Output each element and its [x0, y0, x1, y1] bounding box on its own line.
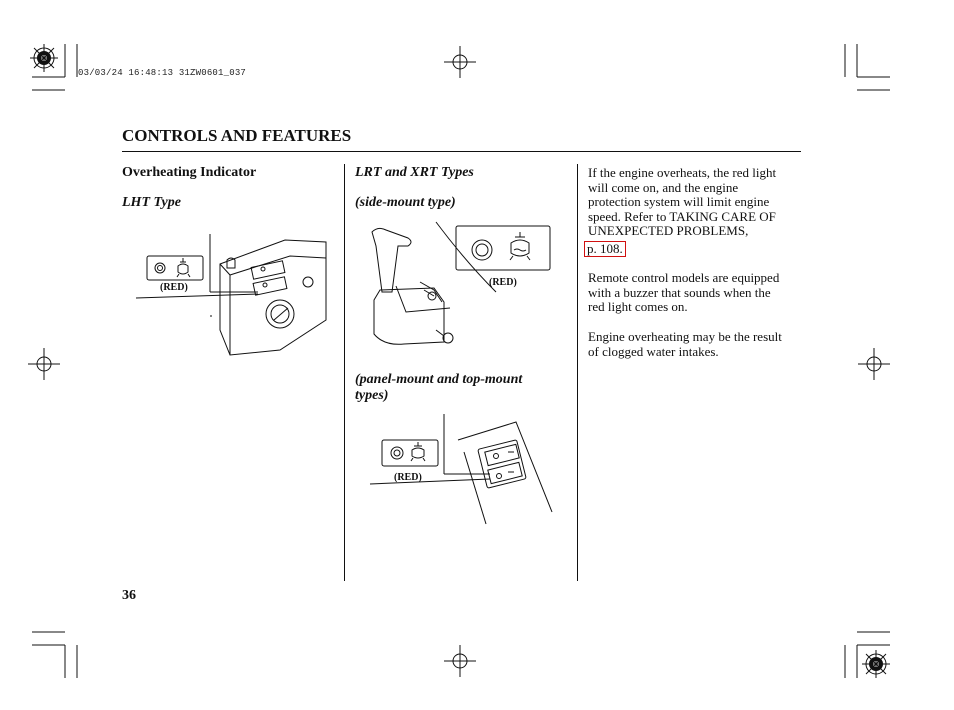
- column-divider-2: [577, 164, 578, 581]
- panel-mount-heading-line1: (panel-mount and top-mount: [355, 372, 523, 387]
- panel-mount-illustration: [369, 414, 553, 525]
- lht-red-label: (RED): [160, 282, 188, 293]
- side-mount-heading: (side-mount type): [355, 195, 456, 210]
- lrt-xrt-heading: LRT and XRT Types: [355, 165, 474, 180]
- para3-line: of clogged water intakes.: [588, 343, 719, 359]
- title-rule: [122, 151, 801, 152]
- page-number: 36: [122, 588, 136, 603]
- para3-line: Engine overheating may be the result: [588, 329, 782, 344]
- paragraph-buzzer: Remote control models are equipped with …: [588, 270, 803, 315]
- page-title: CONTROLS AND FEATURES: [122, 126, 352, 145]
- lht-type-heading: LHT Type: [122, 195, 181, 210]
- para2-line: red light comes on.: [588, 299, 688, 314]
- side-mount-illustration: [371, 221, 551, 345]
- page-reference-link[interactable]: p. 108.: [584, 240, 626, 257]
- panel-mount-heading: (panel-mount and top-mount types): [355, 372, 522, 404]
- para2-line: with a buzzer that sounds when the: [588, 284, 771, 300]
- paragraph-water-intakes: Engine overheating may be the result of …: [588, 329, 803, 359]
- para1-line: speed. Refer to TAKING CARE OF: [588, 208, 776, 224]
- para1-line: protection system will limit engine: [588, 194, 770, 209]
- para2-line: Remote control models are equipped: [588, 270, 780, 285]
- paragraph-overheat: If the engine overheats, the red light w…: [584, 165, 803, 257]
- section-heading: Overheating Indicator: [122, 165, 257, 180]
- lht-illustration: [135, 234, 327, 356]
- panel-mount-red-label: (RED): [394, 472, 422, 483]
- print-stamp: 03/03/24 16:48:13 31ZW0601_037: [78, 68, 247, 78]
- panel-mount-heading-line2: types): [355, 388, 389, 403]
- para1-line: will come on, and the engine: [588, 179, 739, 195]
- para1-line: UNEXPECTED PROBLEMS,: [588, 223, 749, 238]
- side-mount-red-label: (RED): [489, 277, 517, 288]
- para1-line: If the engine overheats, the red light: [588, 165, 777, 180]
- column-divider-1: [344, 164, 345, 581]
